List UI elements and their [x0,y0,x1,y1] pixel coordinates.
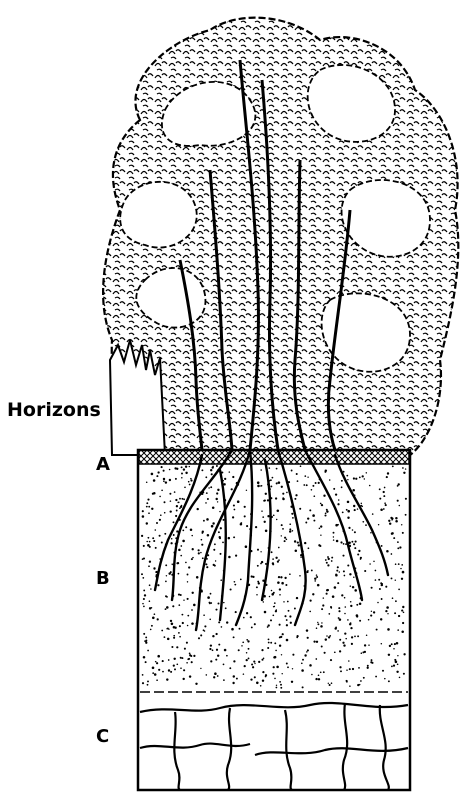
tree-canopy [103,18,458,455]
horizons-heading: Horizons [7,399,101,421]
horizon-b-label: B [96,568,110,589]
horizon-c-label: C [96,726,109,747]
horizon-a-layer [139,450,409,464]
horizon-a-label: A [96,454,110,475]
